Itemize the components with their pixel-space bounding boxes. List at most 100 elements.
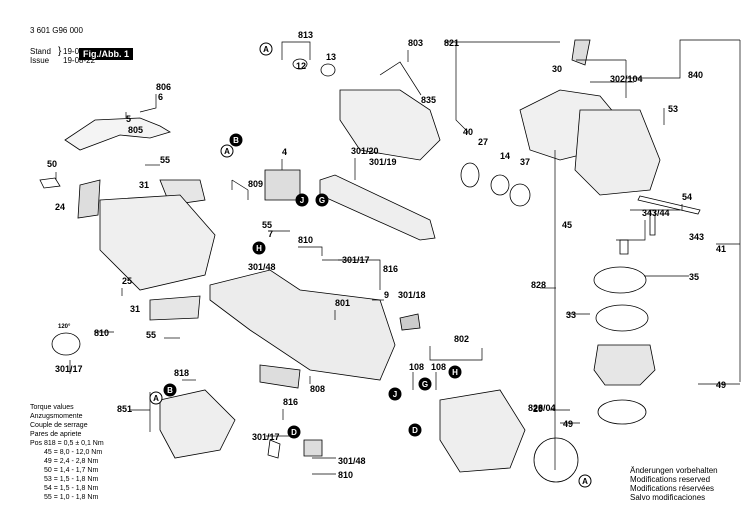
leader-line-11 xyxy=(139,94,157,113)
callout-j-letter: J xyxy=(300,196,304,205)
part-label-108b: 108 xyxy=(431,362,446,372)
callout-g-circle xyxy=(418,377,432,391)
bearing-13 xyxy=(320,63,336,77)
part-label-803: 803 xyxy=(408,38,423,48)
part-label-12: 12 xyxy=(296,61,306,71)
figure-label: Fig./Abb. 1 xyxy=(79,48,133,60)
callout-g-letter: G xyxy=(422,380,428,389)
callout-a-letter: A xyxy=(263,45,269,54)
torque-row-5: 54 = 1,5 - 1,8 Nm xyxy=(44,485,99,492)
part-label-5: 5 xyxy=(126,114,131,124)
part-label-55c: 55 xyxy=(146,330,156,340)
torque-row-3: 50 = 1,4 - 1,7 Nm xyxy=(44,467,99,474)
callout-a-circle xyxy=(220,144,234,158)
motor-housing-801 xyxy=(209,269,396,381)
leader-line-0 xyxy=(281,41,298,60)
part-label-835: 835 xyxy=(421,95,436,105)
torque-heading-0: Torque values xyxy=(30,404,74,411)
cover-31-bottom xyxy=(149,295,201,321)
connector-810 xyxy=(303,439,323,457)
part-label-49b: 49 xyxy=(563,419,573,429)
callout-a-letter: A xyxy=(582,477,588,486)
leader-line-26 xyxy=(298,246,323,256)
callout-d-circle xyxy=(408,423,422,437)
plate-35 xyxy=(593,266,647,294)
part-label-29: 29 xyxy=(533,404,543,414)
cable-sleeve-810 xyxy=(51,332,81,356)
part-label-810c: 810 xyxy=(338,470,353,480)
note-3: Salvo modificaciones xyxy=(630,493,706,502)
leader-line-1 xyxy=(298,41,311,60)
part-label-7: 7 xyxy=(268,229,273,239)
part-label-801: 801 xyxy=(335,298,350,308)
part-label-851: 851 xyxy=(117,404,132,414)
motor-housing-25 xyxy=(99,194,216,291)
gear-housing-821 xyxy=(574,109,661,196)
part-label-302-104: 302/104 xyxy=(610,74,643,84)
part-label-840: 840 xyxy=(688,70,703,80)
callout-b-letter: B xyxy=(233,136,239,145)
spindle-lock-302 xyxy=(571,39,591,66)
leader-line-18 xyxy=(231,179,249,191)
torque-row-4: 53 = 1,5 - 1,8 Nm xyxy=(44,476,99,483)
part-label-25: 25 xyxy=(122,276,132,286)
date-1: 19-07 xyxy=(63,47,84,56)
part-label-31b: 31 xyxy=(130,304,140,314)
torque-heading-2: Couple de serrage xyxy=(30,422,88,429)
part-label-805: 805 xyxy=(128,125,143,135)
field-802 xyxy=(439,389,526,473)
callout-d-circle xyxy=(287,425,301,439)
note-0: Änderungen vorbehalten xyxy=(630,466,718,475)
leader-line-3 xyxy=(379,61,422,96)
callout-j-circle xyxy=(388,387,402,401)
part-label-40: 40 xyxy=(463,127,473,137)
torque-heading-1: Anzugsmomente xyxy=(30,413,83,420)
part-label-802: 802 xyxy=(454,334,469,344)
torque-row-2: 49 = 2,4 - 2,8 Nm xyxy=(44,458,99,465)
part-label-54: 54 xyxy=(682,192,692,202)
part-label-301-17b: 301/17 xyxy=(55,364,83,374)
part-label-4: 4 xyxy=(282,147,287,157)
callout-h-letter: H xyxy=(452,368,458,377)
switch-4 xyxy=(264,169,301,201)
part-label-49a: 49 xyxy=(716,380,726,390)
screw-50 xyxy=(39,177,61,189)
part-label-343: 343 xyxy=(689,232,704,242)
callout-h-letter: H xyxy=(256,244,262,253)
part-label-108a: 108 xyxy=(409,362,424,372)
leader-line-23 xyxy=(616,220,646,241)
part-label-301-48a: 301/48 xyxy=(248,262,276,272)
ring-27 xyxy=(490,174,510,196)
callout-a-circle xyxy=(259,42,273,56)
part-label-806: 806 xyxy=(156,82,171,92)
note-2: Modifications réservées xyxy=(630,484,715,493)
part-label-301-20: 301/20 xyxy=(351,146,379,156)
cover-301-18 xyxy=(399,313,421,331)
part-label-808: 808 xyxy=(310,384,325,394)
part-label-9: 9 xyxy=(384,290,389,300)
part-label-14: 14 xyxy=(500,151,510,161)
seal-828-04 xyxy=(597,399,647,425)
callout-h-circle xyxy=(252,241,266,255)
modification-notes: Änderungen vorbehalten Modifications res… xyxy=(630,466,718,502)
part-label-809: 809 xyxy=(248,179,263,189)
part-label-35: 35 xyxy=(689,272,699,282)
part-label-813: 813 xyxy=(298,30,313,40)
part-label-828: 828 xyxy=(531,280,546,290)
callout-j-letter: J xyxy=(393,390,397,399)
part-label-50: 50 xyxy=(47,159,57,169)
leader-line-38 xyxy=(429,346,483,361)
part-label-816b: 816 xyxy=(283,397,298,407)
part-label-810a: 810 xyxy=(298,235,313,245)
callout-g-letter: G xyxy=(319,196,325,205)
torque-row-1: 45 = 8,0 - 12,0 Nm xyxy=(44,449,103,456)
cover-24 xyxy=(77,179,101,219)
part-label-301-19: 301/19 xyxy=(369,157,397,167)
part-label-31a: 31 xyxy=(139,180,149,190)
part-label-301-18: 301/18 xyxy=(398,290,426,300)
cover-29 xyxy=(533,437,579,483)
angle-label: 120° xyxy=(58,324,71,330)
part-label-55b: 55 xyxy=(262,220,272,230)
torque-heading-3: Pares de apriete xyxy=(30,431,82,438)
